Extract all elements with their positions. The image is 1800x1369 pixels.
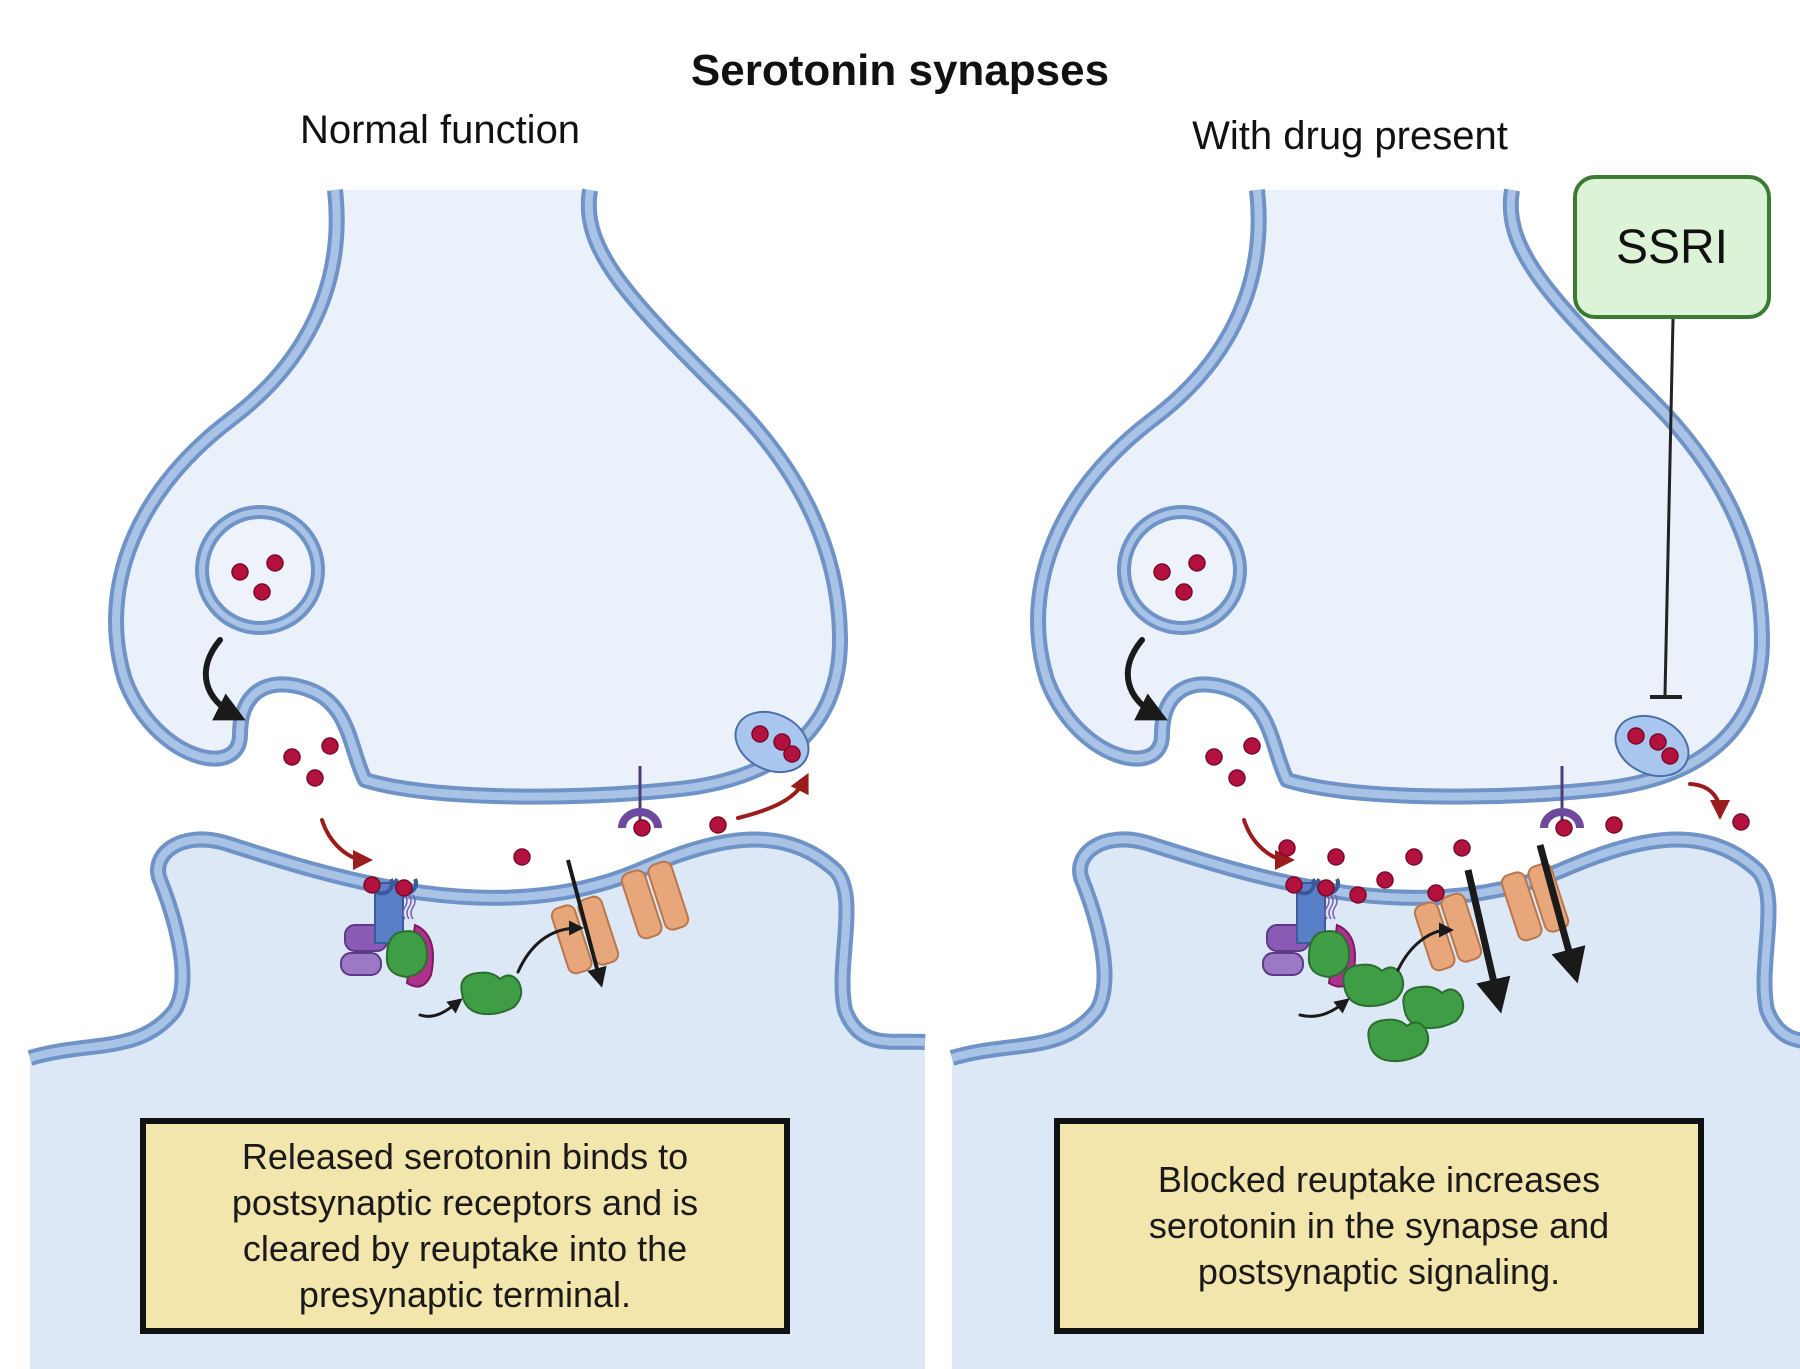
normal-ion-channel-2-half-right bbox=[647, 860, 690, 931]
serotonin-molecule bbox=[1243, 737, 1261, 755]
normal-reuptake-arrow bbox=[736, 772, 809, 820]
normal-vesicle-inner bbox=[199, 509, 321, 631]
drug-ion-flow-arrow-2 bbox=[1536, 844, 1586, 984]
drug-vesicle-inner bbox=[1121, 509, 1243, 631]
drug-synaptic-serotonin-6 bbox=[1427, 884, 1445, 902]
caption-drug-text: Blocked reuptake increases serotonin in … bbox=[1148, 1159, 1610, 1292]
serotonin-molecule bbox=[773, 733, 791, 751]
drug-synaptic-serotonin-5 bbox=[1376, 871, 1394, 889]
drug-channel-activation-arrow bbox=[1396, 922, 1454, 972]
drug-exocytosis-arrow bbox=[1124, 637, 1168, 721]
drug-free-gprotein-1 bbox=[1342, 963, 1405, 1008]
normal-presynaptic-membrane-inner bbox=[112, 189, 844, 801]
serotonin-molecule bbox=[321, 737, 339, 755]
drug-vesicle-serotonin-2 bbox=[1188, 554, 1206, 572]
drug-lipid-tail bbox=[1332, 894, 1338, 920]
drug-gprotein-gamma bbox=[1262, 952, 1304, 976]
drug-synaptic-serotonin-1 bbox=[1278, 839, 1296, 857]
diagram-title: Serotonin synapses bbox=[690, 46, 1110, 95]
serotonin-molecule bbox=[1661, 747, 1679, 765]
normal-lipid-tail bbox=[406, 894, 412, 920]
normal-gprotein-active bbox=[385, 930, 429, 979]
drug-synaptic-serotonin-9 bbox=[1732, 813, 1750, 831]
drug-synaptic-serotonin-7 bbox=[1349, 886, 1367, 904]
normal-gprotein-gamma bbox=[340, 952, 382, 976]
normal-ion-channel-1 bbox=[550, 895, 620, 975]
serotonin-molecule bbox=[283, 748, 301, 766]
normal-channel-activation-arrow bbox=[516, 920, 584, 974]
serotonin-molecule bbox=[783, 745, 801, 763]
normal-gprotein-arrow bbox=[418, 998, 463, 1018]
caption-normal-text: Released serotonin binds to postsynaptic… bbox=[231, 1136, 699, 1315]
drug-synaptic-serotonin-3 bbox=[1405, 848, 1423, 866]
ssri-inhibition-line bbox=[1663, 318, 1675, 696]
serotonin-molecule bbox=[1205, 748, 1223, 766]
serotonin-molecule bbox=[709, 816, 727, 834]
drug-reduced-reuptake-arrow bbox=[1688, 782, 1730, 820]
drug-ion-channel-2-half-left bbox=[1500, 871, 1543, 942]
serotonin-molecule bbox=[1555, 819, 1573, 837]
normal-binding-arrow bbox=[320, 818, 373, 870]
serotonin-molecule bbox=[513, 848, 531, 866]
normal-free-gprotein bbox=[460, 971, 523, 1016]
drug-gprotein-active bbox=[1307, 930, 1351, 979]
serotonin-molecule bbox=[1228, 769, 1246, 787]
panel-title-normal: Normal function bbox=[299, 108, 581, 152]
drug-presynaptic-membrane-inner bbox=[1034, 189, 1766, 801]
normal-ion-channel-1-half-left bbox=[550, 904, 593, 975]
drug-synaptic-serotonin-8 bbox=[1605, 816, 1623, 834]
caption-drug: Blocked reuptake increases serotonin in … bbox=[1054, 1118, 1704, 1334]
normal-lipid-tail bbox=[410, 894, 416, 920]
serotonin-molecule bbox=[1649, 733, 1667, 751]
drug-free-gprotein-3 bbox=[1367, 1018, 1430, 1063]
drug-ion-flow-arrow-1 bbox=[1464, 869, 1511, 1014]
serotonin-molecule bbox=[306, 769, 324, 787]
normal-lipid-tail bbox=[402, 894, 408, 920]
ssri-label-box: SSRI bbox=[1573, 175, 1771, 319]
drug-lipid-tail bbox=[1328, 894, 1334, 920]
serotonin-molecule bbox=[1627, 727, 1645, 745]
serotonin-molecule bbox=[633, 819, 651, 837]
serotonin-molecule bbox=[363, 876, 381, 894]
drug-presynaptic-cytoplasm bbox=[1038, 190, 1762, 797]
ssri-label: SSRI bbox=[1615, 220, 1729, 274]
drug-vesicle-serotonin-3 bbox=[1175, 583, 1193, 601]
normal-ion-channel-2-half-left bbox=[620, 869, 663, 940]
normal-exocytosis-arrow bbox=[202, 637, 246, 721]
drug-lipid-tail bbox=[1324, 894, 1330, 920]
drug-synaptic-serotonin-4 bbox=[1453, 839, 1471, 857]
normal-presynaptic-cytoplasm bbox=[116, 190, 840, 797]
normal-ion-flow-arrow bbox=[566, 859, 607, 988]
serotonin-molecule bbox=[1317, 879, 1335, 897]
drug-synaptic-serotonin-2 bbox=[1327, 848, 1345, 866]
normal-autoreceptor bbox=[618, 808, 662, 829]
serotonin-molecule bbox=[395, 879, 413, 897]
drug-gprotein-arrow bbox=[1298, 998, 1350, 1018]
drug-binding-arrow bbox=[1242, 818, 1295, 870]
normal-vesicle-serotonin-2 bbox=[266, 554, 284, 572]
normal-ion-channel-2 bbox=[620, 860, 690, 940]
panel-title-drug: With drug present bbox=[1192, 114, 1508, 158]
serotonin-molecule bbox=[1285, 876, 1303, 894]
normal-vesicle-serotonin-3 bbox=[253, 583, 271, 601]
normal-vesicle-serotonin-1 bbox=[231, 563, 249, 581]
normal-postsynaptic-membrane-inner bbox=[28, 835, 926, 1062]
caption-normal: Released serotonin binds to postsynaptic… bbox=[140, 1118, 790, 1334]
drug-autoreceptor bbox=[1540, 808, 1584, 829]
serotonin-molecule bbox=[751, 725, 769, 743]
drug-vesicle-serotonin-1 bbox=[1153, 563, 1171, 581]
